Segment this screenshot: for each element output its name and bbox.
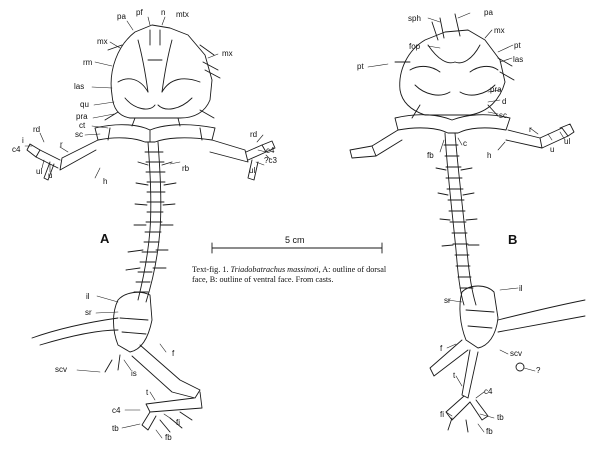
label-b-fb-foot: fb	[486, 427, 493, 436]
label-b-fop: fop	[409, 42, 421, 51]
label-a-scv: scv	[55, 365, 67, 374]
scale-bar-label: 5 cm	[285, 235, 305, 245]
label-a-pra: pra	[76, 112, 88, 121]
label-a-t: t	[146, 388, 149, 397]
label-b-il: il	[519, 284, 523, 293]
label-a-rd-left: rd	[33, 125, 41, 134]
label-b-scv: scv	[510, 349, 522, 358]
label-b-u: u	[550, 145, 555, 154]
specimen-a-outline	[26, 24, 276, 433]
label-leaders	[24, 12, 566, 439]
caption-species: Triadobatrachus massinoti,	[230, 265, 321, 274]
label-a-pa: pa	[117, 12, 126, 21]
label-a-rm: rm	[83, 58, 93, 67]
scale-bar	[211, 242, 383, 254]
label-b-pa: pa	[484, 8, 493, 17]
label-a-ul-left: ul	[36, 167, 43, 176]
panel-letter-b: B	[508, 232, 518, 247]
label-b-f: f	[440, 344, 443, 353]
label-a-tb: tb	[112, 424, 119, 433]
caption-lead: Text-fig. 1.	[192, 265, 229, 274]
label-a-qu: qu	[80, 100, 89, 109]
label-b-sr: sr	[444, 296, 451, 305]
label-a-fi: fi	[176, 418, 180, 427]
label-a-mx-right: mx	[222, 49, 233, 58]
label-b-pt-left: pt	[357, 62, 364, 71]
label-b-h: h	[487, 151, 492, 160]
label-b-r: r	[529, 125, 532, 134]
label-a-pf: pf	[136, 8, 143, 17]
label-a-c4-foot: c4	[112, 406, 121, 415]
specimen-b-outline	[349, 13, 586, 433]
label-a-ct: ct	[79, 121, 86, 130]
label-a-n: n	[161, 8, 166, 17]
caption-body: A: outline of dorsal face, B: outline of…	[192, 265, 387, 284]
label-a-sc: sc	[75, 130, 83, 139]
label-a-rb: rb	[182, 164, 190, 173]
label-b-d: d	[502, 97, 507, 106]
label-a-c3: ?c3	[264, 156, 277, 165]
label-b-las: las	[513, 55, 524, 64]
label-a-f: f	[172, 349, 175, 358]
label-b-sc: sc	[499, 111, 507, 120]
label-a-i: i	[22, 136, 24, 145]
label-b-tb: tb	[497, 413, 504, 422]
label-b-sph: sph	[408, 14, 421, 23]
label-b-pt-right: pt	[514, 41, 521, 50]
label-b-c4: c4	[484, 387, 493, 396]
label-b-c: c	[463, 139, 467, 148]
label-b-t: t	[453, 371, 456, 380]
label-a-u: u	[48, 171, 53, 180]
label-a-mx-left: mx	[97, 37, 108, 46]
label-a-ul-right: ul	[249, 166, 256, 175]
label-b-ul: ul	[564, 137, 571, 146]
label-b-mx: mx	[494, 26, 505, 35]
label-a-c4-left: c4	[12, 145, 21, 154]
label-a-c4-right: c4	[266, 146, 275, 155]
label-a-h: h	[103, 177, 108, 186]
label-a-mtx: mtx	[176, 10, 189, 19]
label-b-pra: pra	[490, 85, 502, 94]
panel-letter-a: A	[100, 231, 110, 246]
label-a-sr: sr	[85, 308, 92, 317]
label-a-las: las	[74, 82, 85, 91]
label-a-rd-right: rd	[250, 130, 258, 139]
label-a-r: r	[60, 140, 63, 149]
label-a-is: is	[131, 369, 137, 378]
label-b-fb-top: fb	[427, 151, 434, 160]
label-a-fb: fb	[165, 433, 172, 442]
label-b-fi: fi	[440, 410, 444, 419]
figure-caption: Text-fig. 1. Triadobatrachus massinoti, …	[192, 265, 402, 285]
label-b-question: ?	[536, 366, 541, 375]
label-a-il: il	[86, 292, 90, 301]
